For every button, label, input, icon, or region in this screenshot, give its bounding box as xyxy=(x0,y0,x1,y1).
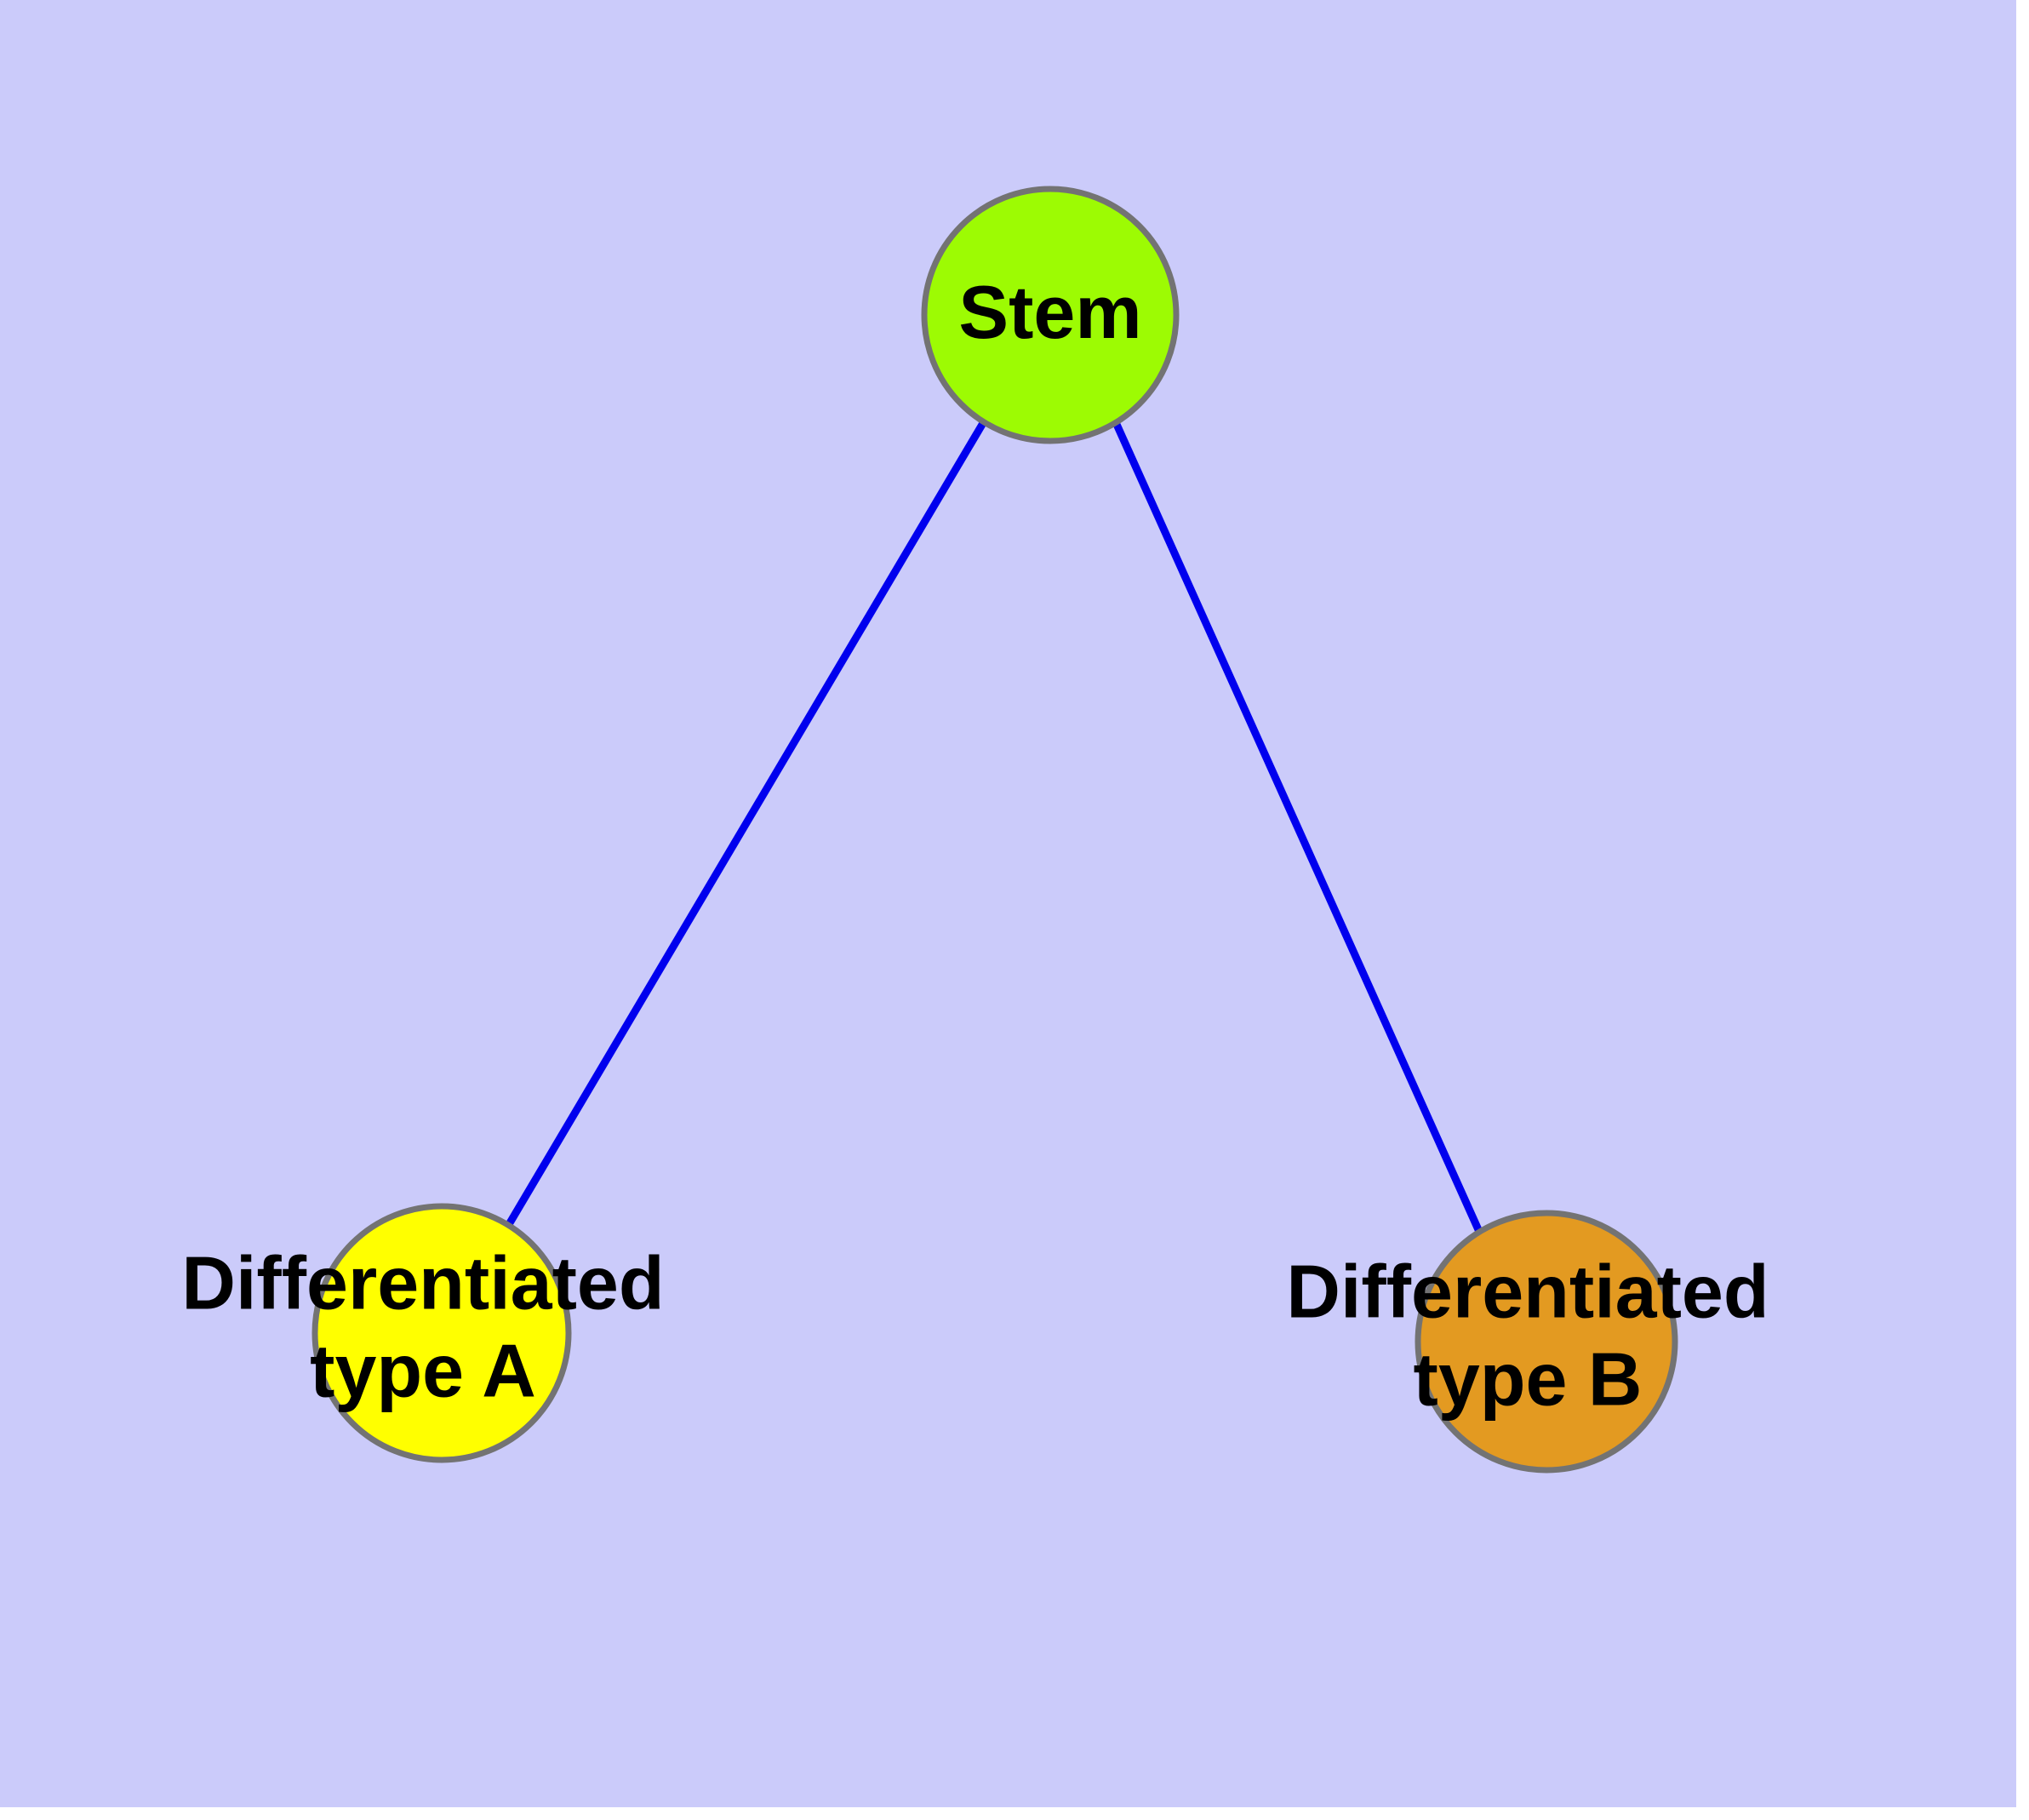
node-differentiated-type-b[interactable] xyxy=(1415,1210,1678,1474)
node-stem-label: Stem xyxy=(958,270,1141,354)
node-diff-b-circle[interactable] xyxy=(1415,1210,1678,1474)
edge-stem-to-diff-a xyxy=(505,421,986,1228)
node-differentiated-type-a[interactable] xyxy=(311,1203,572,1463)
label-line: Stem xyxy=(958,270,1141,354)
label-line: Differentiated xyxy=(181,1241,664,1325)
edge-layer xyxy=(505,419,1484,1235)
label-line: type B xyxy=(1414,1337,1643,1422)
node-layer xyxy=(311,186,1678,1474)
node-stem[interactable] xyxy=(921,186,1180,444)
edge-stem-to-diff-b xyxy=(1111,419,1484,1235)
node-diff-a-circle[interactable] xyxy=(311,1203,572,1463)
node-stem-circle[interactable] xyxy=(921,186,1180,444)
label-line: type A xyxy=(310,1329,536,1413)
label-line: Differentiated xyxy=(1286,1250,1769,1334)
